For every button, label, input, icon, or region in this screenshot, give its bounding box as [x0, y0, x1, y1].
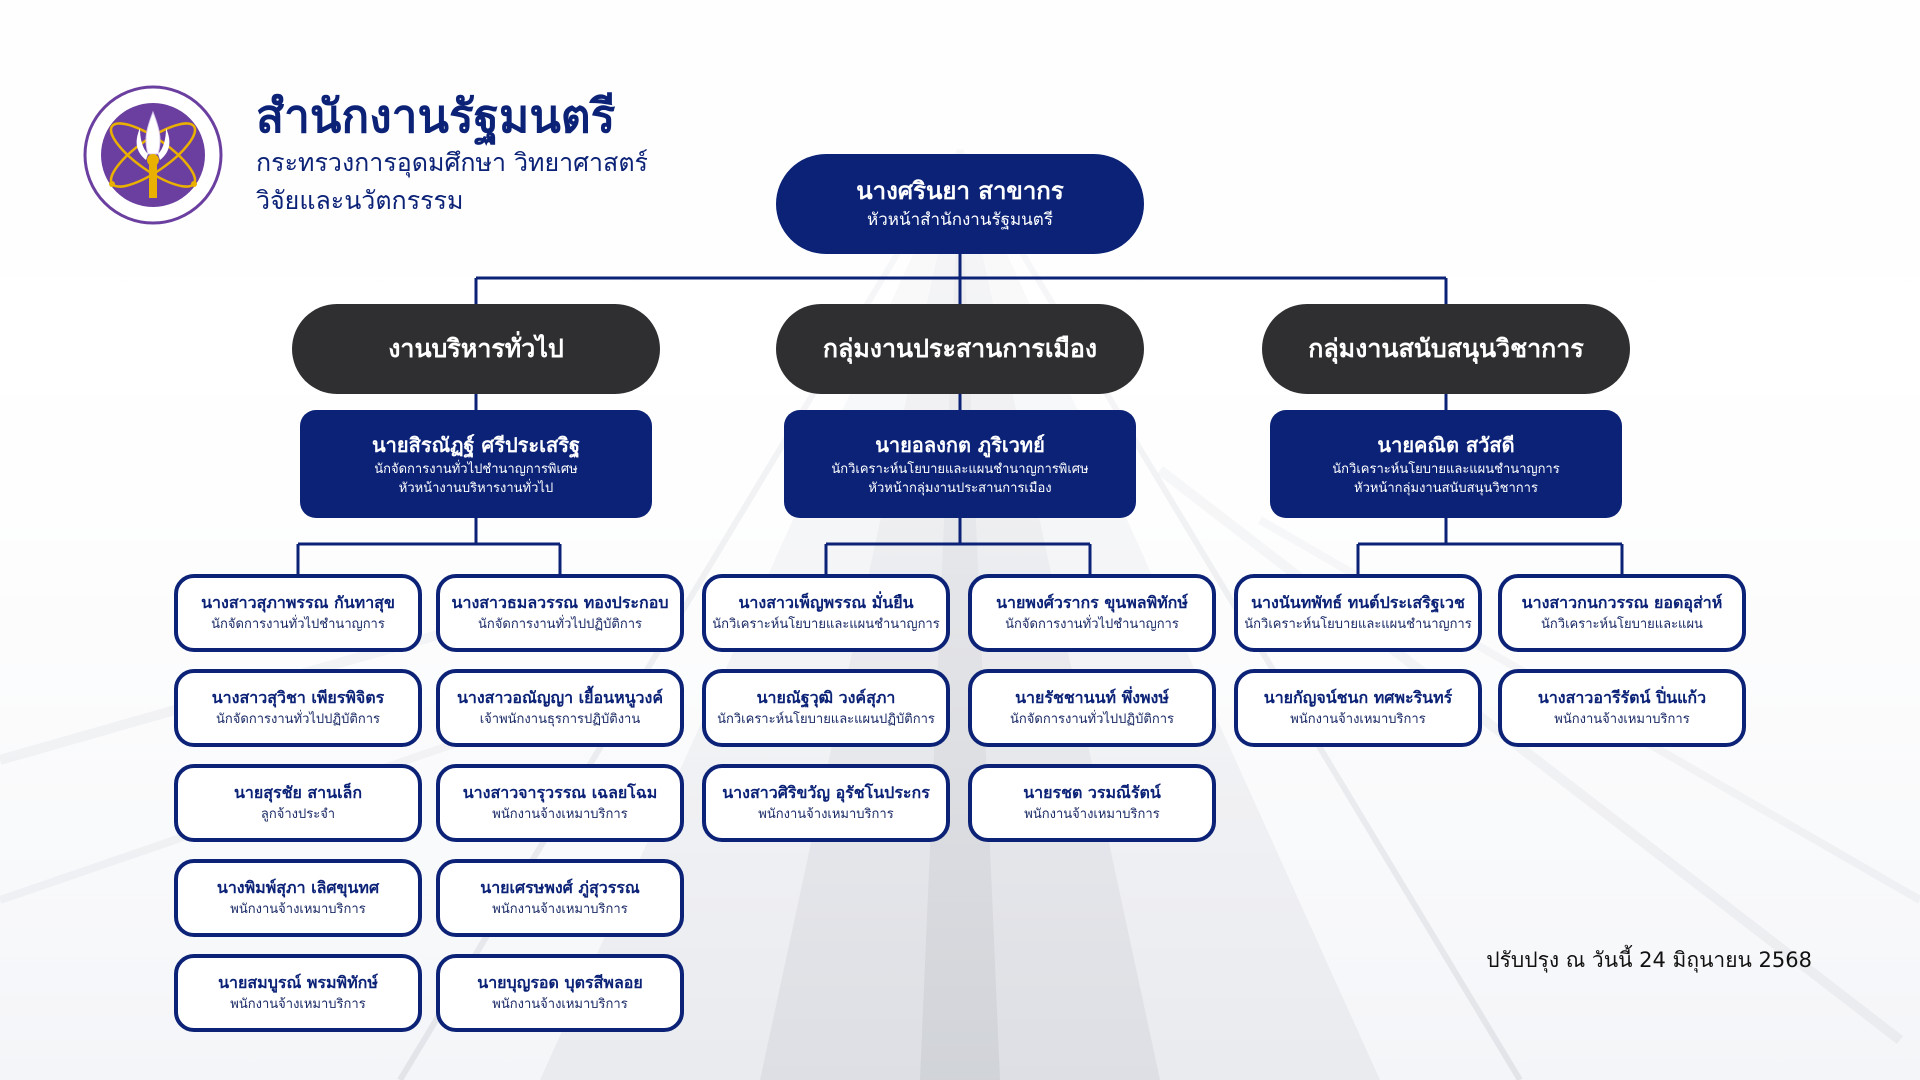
- page-subtitle-line2: วิจัยและนวัตกรรรม: [256, 186, 464, 215]
- head-position: หัวหน้าสำนักงานรัฐมนตรี: [867, 210, 1053, 230]
- staff-card: นางพิมพ์สุภา เลิศขุนทศ พนักงานจ้างเหมาบร…: [174, 859, 422, 937]
- staff-position: พนักงานจ้างเหมาบริการ: [230, 997, 366, 1012]
- head-name: นางศรินยา สาขากร: [856, 177, 1064, 205]
- leader-political-coordination: นายอลงกต ภูริเวทย์ นักวิเคราะห์นโยบายและ…: [784, 410, 1136, 518]
- staff-card: นายรชต วรมณีรัตน์ พนักงานจ้างเหมาบริการ: [968, 764, 1216, 842]
- leader-position: นักวิเคราะห์นโยบายและแผนชำนาญการ: [1332, 462, 1560, 477]
- staff-name: นายณัฐวุฒิ วงค์สุภา: [756, 688, 896, 707]
- leader-name: นายอลงกต ภูริเวทย์: [875, 433, 1045, 457]
- staff-card: นางสาวเพ็ญพรรณ มั่นยืน นักวิเคราะห์นโยบา…: [702, 574, 950, 652]
- staff-name: นางสาวศิริขวัญ อุรัชโนประกร: [722, 783, 930, 802]
- staff-card: นายเศรษพงศ์ ภู่สุวรรณ พนักงานจ้างเหมาบริ…: [436, 859, 684, 937]
- leader-position: นักจัดการงานทั่วไปชำนาญการพิเศษ: [374, 462, 578, 477]
- staff-card: นายณัฐวุฒิ วงค์สุภา นักวิเคราะห์นโยบายแล…: [702, 669, 950, 747]
- staff-card: นายกัญจน์ชนก ทศพะรินทร์ พนักงานจ้างเหมาบ…: [1234, 669, 1482, 747]
- leader-name: นายสิรณัฏฐ์ ศรีประเสริฐ: [372, 433, 580, 457]
- staff-card: นางสาวสุวิชา เพียรพิจิตร นักจัดการงานทั่…: [174, 669, 422, 747]
- staff-card: นายรัชชานนท์ พึ่งพงษ์ นักจัดการงานทั่วไป…: [968, 669, 1216, 747]
- staff-position: นักวิเคราะห์นโยบายและแผน: [1541, 617, 1703, 632]
- staff-name: นางสาวสุภาพรรณ กันทาสุข: [201, 593, 395, 612]
- staff-name: นายกัญจน์ชนก ทศพะรินทร์: [1263, 688, 1453, 707]
- staff-position: พนักงานจ้างเหมาบริการ: [492, 902, 628, 917]
- header-title-block: สำนักงานรัฐมนตรี กระทรวงการอุดมศึกษา วิท…: [256, 88, 776, 220]
- staff-card: นางสาวสุภาพรรณ กันทาสุข นักจัดการงานทั่ว…: [174, 574, 422, 652]
- staff-position: พนักงานจ้างเหมาบริการ: [492, 997, 628, 1012]
- staff-position: นักจัดการงานทั่วไปปฏิบัติการ: [216, 712, 380, 727]
- group-label: กลุ่มงานประสานการเมือง: [822, 334, 1098, 363]
- staff-position: นักวิเคราะห์นโยบายและแผนชำนาญการ: [1244, 617, 1472, 632]
- staff-card: นางสาวจารุวรรณ เฉลยโฉม พนักงานจ้างเหมาบร…: [436, 764, 684, 842]
- staff-name: นายสมบูรณ์ พรมพิทักษ์: [218, 973, 378, 992]
- page-subtitle-line1: กระทรวงการอุดมศึกษา วิทยาศาสตร์: [256, 148, 648, 177]
- staff-position: นักวิเคราะห์นโยบายและแผนปฏิบัติการ: [717, 712, 935, 727]
- staff-name: นางสาวอารีรัตน์ ปิ่นแก้ว: [1537, 688, 1707, 707]
- leader-name: นายคณิต สวัสดี: [1377, 433, 1515, 457]
- staff-card: นางนันทพัทธ์ ทนต์ประเสริฐเวช นักวิเคราะห…: [1234, 574, 1482, 652]
- staff-name: นางสาวอณัญญา เยื้อนหนูวงค์: [456, 688, 664, 707]
- staff-position: พนักงานจ้างเหมาบริการ: [492, 807, 628, 822]
- staff-position: นักจัดการงานทั่วไปปฏิบัติการ: [478, 617, 642, 632]
- staff-card: นางสาวศิริขวัญ อุรัชโนประกร พนักงานจ้างเ…: [702, 764, 950, 842]
- head-node: นางศรินยา สาขากร หัวหน้าสำนักงานรัฐมนตรี: [776, 154, 1144, 254]
- staff-position: นักวิเคราะห์นโยบายและแผนชำนาญการ: [712, 617, 940, 632]
- group-academic-support: กลุ่มงานสนับสนุนวิชาการ: [1262, 304, 1630, 394]
- staff-card: นางสาวอณัญญา เยื้อนหนูวงค์ เจ้าพนักงานธุ…: [436, 669, 684, 747]
- leader-position: นักวิเคราะห์นโยบายและแผนชำนาญการพิเศษ: [831, 462, 1089, 477]
- staff-card: นายสุรชัย สานเล็ก ลูกจ้างประจำ: [174, 764, 422, 842]
- last-updated-note: ปรับปรุง ณ วันนี้ 24 มิถุนายน 2568: [1486, 948, 1812, 972]
- staff-name: นายพงศ์วรากร ขุนพลพิทักษ์: [996, 593, 1188, 612]
- staff-name: นางนันทพัทธ์ ทนต์ประเสริฐเวช: [1251, 593, 1465, 612]
- staff-position: เจ้าพนักงานธุรการปฏิบัติงาน: [479, 712, 641, 727]
- leader-general-admin: นายสิรณัฏฐ์ ศรีประเสริฐ นักจัดการงานทั่ว…: [300, 410, 652, 518]
- staff-name: นางพิมพ์สุภา เลิศขุนทศ: [216, 878, 380, 897]
- staff-card: นายสมบูรณ์ พรมพิทักษ์ พนักงานจ้างเหมาบริ…: [174, 954, 422, 1032]
- staff-name: นายรชต วรมณีรัตน์: [1023, 783, 1161, 802]
- leader-academic-support: นายคณิต สวัสดี นักวิเคราะห์นโยบายและแผนช…: [1270, 410, 1622, 518]
- staff-position: นักจัดการงานทั่วไปปฏิบัติการ: [1010, 712, 1174, 727]
- staff-name: นายรัชชานนท์ พึ่งพงษ์: [1015, 688, 1169, 707]
- leader-role: หัวหน้ากลุ่มงานประสานการเมือง: [868, 481, 1052, 496]
- staff-position: ลูกจ้างประจำ: [260, 807, 336, 822]
- staff-position: พนักงานจ้างเหมาบริการ: [758, 807, 894, 822]
- leader-role: หัวหน้างานบริหารงานทั่วไป: [398, 481, 554, 496]
- group-label: กลุ่มงานสนับสนุนวิชาการ: [1308, 334, 1584, 363]
- staff-card: นายพงศ์วรากร ขุนพลพิทักษ์ นักจัดการงานทั…: [968, 574, 1216, 652]
- staff-card: นางสาวธมลวรรณ ทองประกอบ นักจัดการงานทั่ว…: [436, 574, 684, 652]
- staff-name: นางสาวเพ็ญพรรณ มั่นยืน: [738, 593, 914, 612]
- staff-name: นางสาวจารุวรรณ เฉลยโฉม: [462, 783, 658, 802]
- staff-position: พนักงานจ้างเหมาบริการ: [1024, 807, 1160, 822]
- staff-name: นายเศรษพงศ์ ภู่สุวรรณ: [480, 878, 640, 897]
- staff-name: นางสาวธมลวรรณ ทองประกอบ: [451, 593, 669, 612]
- staff-card: นางสาวกนกวรรณ ยอดอุส่าห์ นักวิเคราะห์นโย…: [1498, 574, 1746, 652]
- staff-name: นางสาวสุวิชา เพียรพิจิตร: [211, 688, 385, 707]
- ministry-emblem-icon: [83, 85, 223, 225]
- staff-position: นักจัดการงานทั่วไปชำนาญการ: [1005, 617, 1179, 632]
- staff-card: นายบุญรอด บุตรสีพลอย พนักงานจ้างเหมาบริก…: [436, 954, 684, 1032]
- staff-position: พนักงานจ้างเหมาบริการ: [1290, 712, 1426, 727]
- staff-name: นางสาวกนกวรรณ ยอดอุส่าห์: [1521, 593, 1723, 612]
- staff-position: นักจัดการงานทั่วไปชำนาญการ: [211, 617, 385, 632]
- group-political-coordination: กลุ่มงานประสานการเมือง: [776, 304, 1144, 394]
- staff-position: พนักงานจ้างเหมาบริการ: [230, 902, 366, 917]
- staff-position: พนักงานจ้างเหมาบริการ: [1554, 712, 1690, 727]
- group-label: งานบริหารทั่วไป: [388, 334, 564, 363]
- staff-name: นายสุรชัย สานเล็ก: [233, 783, 363, 802]
- leader-role: หัวหน้ากลุ่มงานสนับสนุนวิชาการ: [1354, 481, 1538, 496]
- page-title: สำนักงานรัฐมนตรี: [256, 89, 616, 143]
- staff-card: นางสาวอารีรัตน์ ปิ่นแก้ว พนักงานจ้างเหมา…: [1498, 669, 1746, 747]
- group-general-admin: งานบริหารทั่วไป: [292, 304, 660, 394]
- staff-name: นายบุญรอด บุตรสีพลอย: [477, 973, 643, 992]
